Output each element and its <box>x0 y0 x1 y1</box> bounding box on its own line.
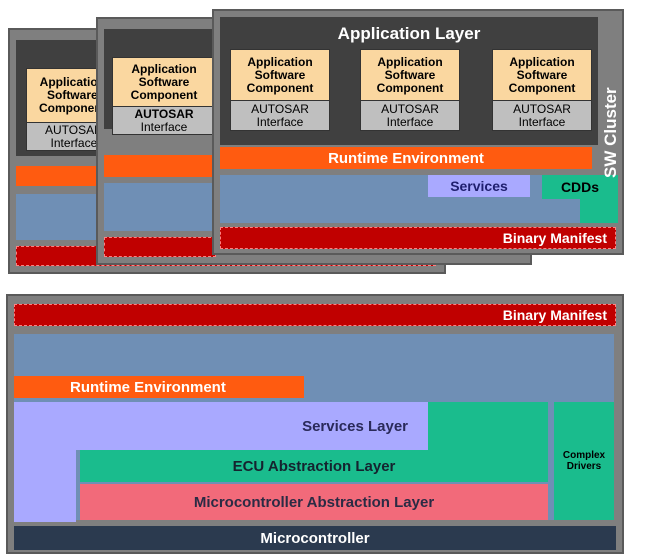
swc-1: Application Software Component <box>230 49 330 101</box>
ecu-abstraction-layer: ECU Abstraction Layer <box>80 450 548 482</box>
autosar-interface-1: AUTOSAR Interface <box>230 101 330 131</box>
swc-line-1: Application <box>247 54 313 69</box>
rte-back-2 <box>104 155 216 177</box>
autosar-interface-3: AUTOSAR Interface <box>492 101 592 131</box>
complex-drivers-line-1: Complex <box>562 450 606 461</box>
sw-cluster-front: Application Layer Application Software C… <box>212 9 624 255</box>
host-binary-manifest: Binary Manifest <box>14 304 616 326</box>
cdd-lower-area <box>580 199 618 223</box>
interface-line-1: AUTOSAR <box>251 101 309 116</box>
interface-line-2: Interface <box>140 119 188 134</box>
cdds-box: CDDs <box>542 175 618 199</box>
swc-3: Application Software Component <box>492 49 592 101</box>
swc-back-2: Application Software Component <box>112 57 216 107</box>
runtime-environment: Runtime Environment <box>220 147 592 169</box>
swc-line-2: Software <box>516 67 568 82</box>
autosar-interface-2: AUTOSAR Interface <box>360 101 460 131</box>
complex-drivers-line-2: Drivers <box>566 461 602 472</box>
services-layer: Services Layer <box>14 402 428 450</box>
sw-cluster-host-label-outer: SW Cluster (Host) <box>633 352 652 498</box>
swc-line-2: Software <box>254 67 306 82</box>
swc-line-1: Application <box>131 61 197 76</box>
interface-line-1: AUTOSAR <box>134 106 194 121</box>
interface-line-1: AUTOSAR <box>381 101 439 116</box>
swc-line-1: Application <box>39 75 105 89</box>
host-binary-manifest-label: Binary Manifest <box>502 307 607 323</box>
swc-line-3: Component <box>246 80 314 95</box>
sw-cluster-host: Binary Manifest Runtime Environment Serv… <box>6 294 624 554</box>
binary-manifest-label: Binary Manifest <box>502 230 607 246</box>
bsw-back-2 <box>104 183 216 231</box>
swc-line-2: Software <box>138 74 190 89</box>
host-rte-label: Runtime Environment <box>70 378 226 396</box>
interface-line-2: Interface <box>50 135 98 150</box>
swc-line-3: Component <box>130 87 198 102</box>
interface-line-1: AUTOSAR <box>45 122 103 137</box>
manifest-back-2 <box>104 237 216 257</box>
interface-back-2: AUTOSAR Interface <box>112 107 216 135</box>
complex-drivers: Complex Drivers <box>554 402 614 520</box>
services-layer-label: Services Layer <box>302 417 408 435</box>
binary-manifest: Binary Manifest <box>220 227 616 249</box>
swc-line-3: Component <box>508 80 576 95</box>
microcontroller-abstraction-layer: Microcontroller Abstraction Layer <box>80 484 548 520</box>
swc-line-1: Application <box>509 54 575 69</box>
rte-back-1 <box>16 166 101 186</box>
swc-line-1: Application <box>377 54 443 69</box>
host-runtime-environment: Runtime Environment <box>14 376 304 398</box>
swc-line-2: Software <box>46 88 98 102</box>
swc-line-3: Component <box>376 80 444 95</box>
services-box: Services <box>428 175 530 197</box>
swc-back-1: Application Software Component <box>26 68 106 123</box>
ecu-abstraction-layer-top <box>428 402 548 450</box>
interface-line-2: Interface <box>256 114 304 129</box>
application-layer-title: Application Layer <box>337 24 481 43</box>
services-layer-left-column <box>14 450 76 522</box>
swc-2: Application Software Component <box>360 49 460 101</box>
swc-line-2: Software <box>384 67 436 82</box>
interface-back-1: AUTOSAR Interface <box>26 123 106 151</box>
swc-line-3: Component <box>39 101 106 115</box>
interface-line-2: Interface <box>386 114 434 129</box>
bsw-back-1 <box>16 194 101 240</box>
microcontroller: Microcontroller <box>14 526 616 550</box>
sw-cluster-label: SW Cluster <box>601 87 620 179</box>
interface-line-2: Interface <box>518 114 566 129</box>
interface-line-1: AUTOSAR <box>513 101 571 116</box>
